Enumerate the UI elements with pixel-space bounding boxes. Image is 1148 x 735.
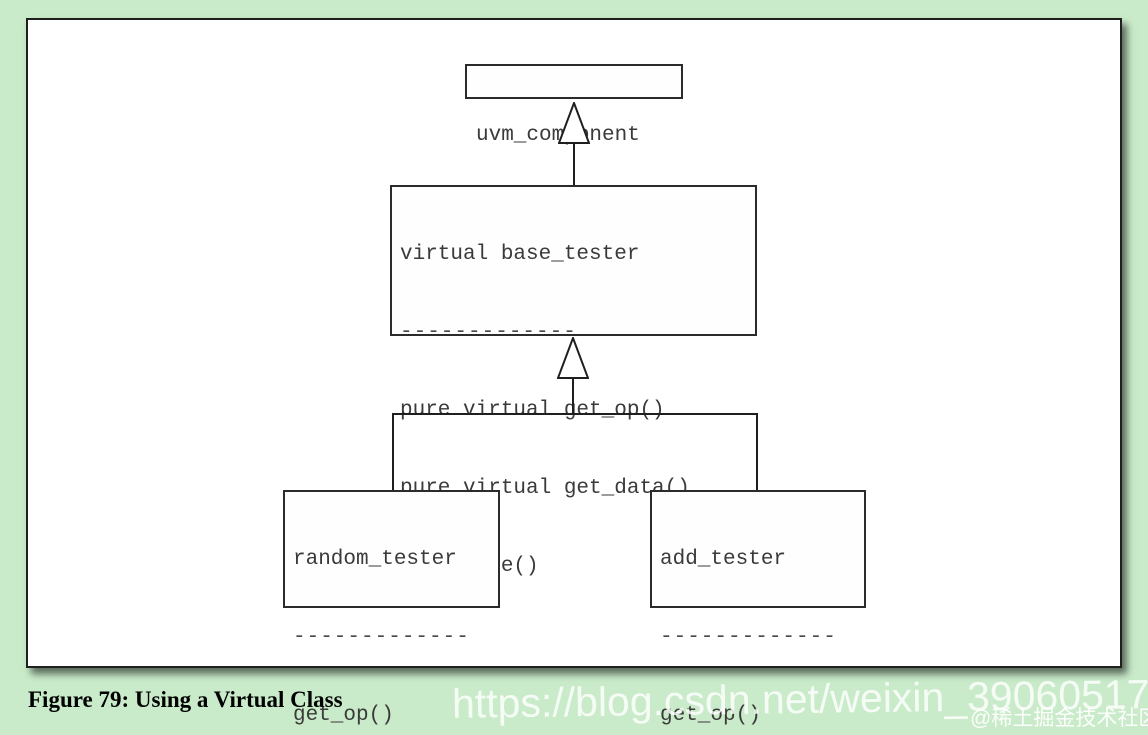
class-separator: ------------- <box>293 626 470 649</box>
class-box-uvm-component: uvm_component <box>465 64 683 147</box>
connector-line <box>572 377 574 413</box>
connector-line <box>392 413 394 490</box>
connector-line <box>756 413 758 490</box>
class-method: get_op() <box>660 704 761 727</box>
class-box-base-tester: virtual base_tester ------------- pure v… <box>390 185 757 578</box>
class-separator: ------------- <box>660 626 837 649</box>
diagram-panel: uvm_component virtual base_tester ------… <box>26 18 1122 727</box>
class-name: virtual base_tester <box>400 243 640 266</box>
class-name: add_tester <box>660 548 787 571</box>
connector-line <box>392 413 758 415</box>
watermark-community: @稀土掘金技术社区 <box>970 707 1148 730</box>
class-method: pure virtual get_op() <box>400 399 665 422</box>
connector-line <box>573 142 575 185</box>
inheritance-arrow-icon <box>557 337 589 379</box>
class-separator: ------------- <box>400 321 577 344</box>
inheritance-arrow-icon <box>558 102 590 144</box>
class-name: random_tester <box>293 548 457 571</box>
class-name: uvm_component <box>476 124 640 147</box>
class-box-add-tester: add_tester ------------- get_op() get_da… <box>650 490 866 727</box>
class-box-random-tester: random_tester ------------- get_op() get… <box>283 490 500 727</box>
figure-caption: Figure 79: Using a Virtual Class <box>28 687 343 712</box>
class-method: get_op() <box>293 704 394 727</box>
